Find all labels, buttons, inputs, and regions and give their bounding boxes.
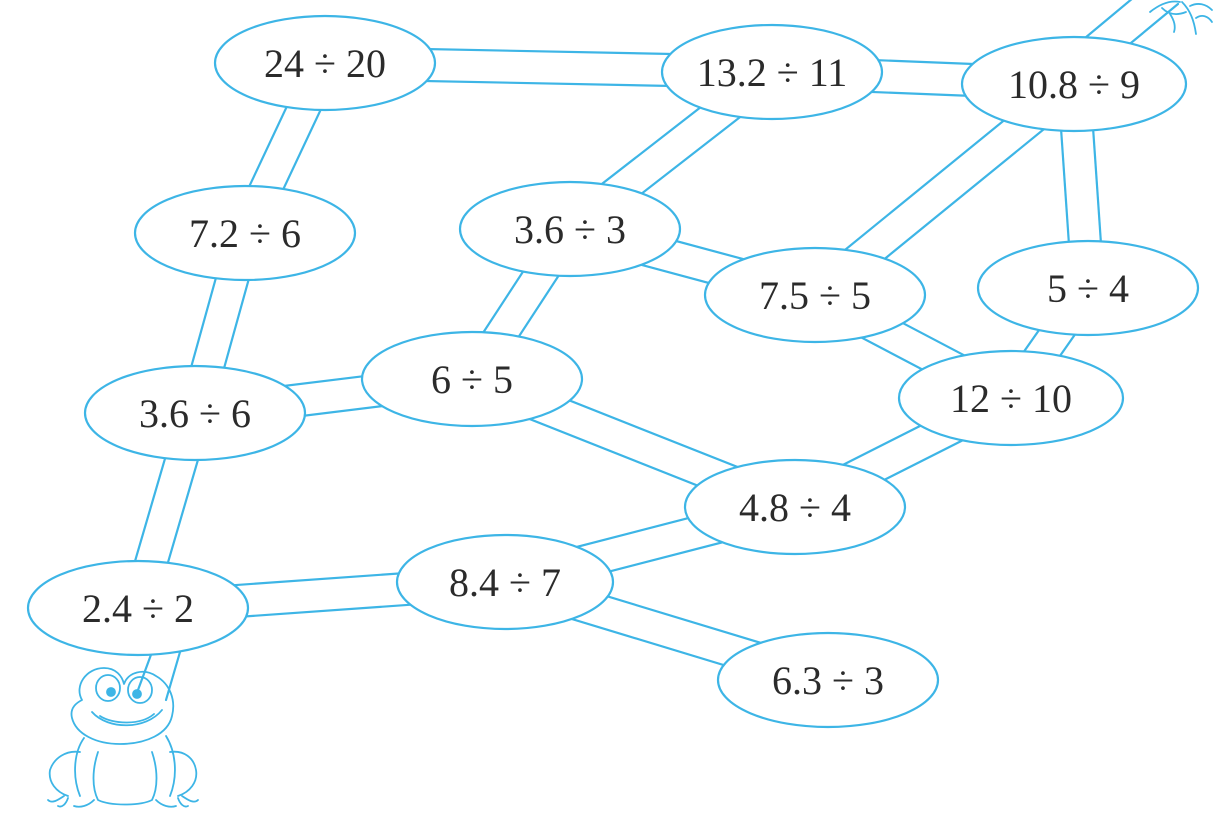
maze-node-7.2-6[interactable]: 7.2 ÷ 6 — [135, 186, 355, 280]
maze-node-3.6-6[interactable]: 3.6 ÷ 6 — [85, 366, 305, 460]
node-label: 6.3 ÷ 3 — [772, 658, 884, 703]
node-label: 8.4 ÷ 7 — [449, 560, 561, 605]
node-label: 24 ÷ 20 — [264, 41, 386, 86]
node-label: 4.8 ÷ 4 — [739, 485, 851, 530]
maze-node-12-10[interactable]: 12 ÷ 10 — [899, 351, 1123, 445]
maze-node-8.4-7[interactable]: 8.4 ÷ 7 — [397, 535, 613, 629]
maze-node-10.8-9[interactable]: 10.8 ÷ 9 — [962, 37, 1186, 131]
maze-node-24-20[interactable]: 24 ÷ 20 — [215, 16, 435, 110]
maze-node-3.6-3[interactable]: 3.6 ÷ 3 — [460, 182, 680, 276]
maze-node-13.2-11[interactable]: 13.2 ÷ 11 — [662, 25, 882, 119]
node-label: 7.5 ÷ 5 — [759, 273, 871, 318]
node-label: 5 ÷ 4 — [1047, 266, 1129, 311]
node-label: 2.4 ÷ 2 — [82, 586, 194, 631]
maze-node-6-5[interactable]: 6 ÷ 5 — [362, 332, 582, 426]
maze-node-7.5-5[interactable]: 7.5 ÷ 5 — [705, 248, 925, 342]
node-label: 3.6 ÷ 6 — [139, 391, 251, 436]
plant-icon — [1150, 1, 1212, 34]
maze-node-4.8-4[interactable]: 4.8 ÷ 4 — [685, 460, 905, 554]
nodes-layer: 24 ÷ 20 13.2 ÷ 11 10.8 ÷ 9 7.2 ÷ 6 3.6 ÷ 3 7.… — [28, 16, 1198, 727]
entry-path — [138, 652, 180, 700]
maze-node-5-4[interactable]: 5 ÷ 4 — [978, 241, 1198, 335]
node-label: 3.6 ÷ 3 — [514, 207, 626, 252]
node-label: 10.8 ÷ 9 — [1008, 62, 1140, 107]
maze-node-2.4-2[interactable]: 2.4 ÷ 2 — [28, 561, 248, 655]
node-label: 13.2 ÷ 11 — [697, 50, 847, 95]
node-label: 6 ÷ 5 — [431, 357, 513, 402]
maze-node-6.3-3[interactable]: 6.3 ÷ 3 — [718, 633, 938, 727]
node-label: 12 ÷ 10 — [950, 376, 1072, 421]
node-label: 7.2 ÷ 6 — [189, 211, 301, 256]
frog-icon — [48, 668, 198, 807]
